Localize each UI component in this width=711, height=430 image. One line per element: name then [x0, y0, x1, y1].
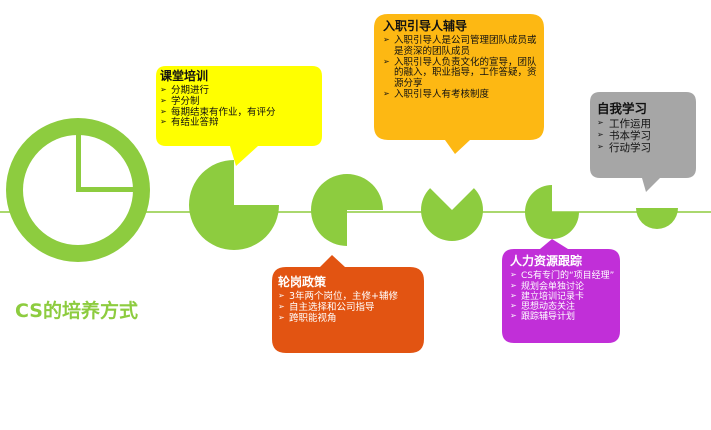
- callout-item: CS有专门的“项目经理”: [510, 271, 618, 281]
- callout-title-rotation: 轮岗政策: [278, 275, 327, 289]
- callout-item: 建立培训记录卡: [510, 292, 618, 302]
- stage-ring-1: [6, 118, 150, 262]
- callout-item: 思想动态关注: [510, 302, 618, 312]
- stage-pies: [189, 160, 678, 250]
- stage-pie-2: [189, 160, 279, 250]
- callout-item: 书本学习: [597, 130, 693, 143]
- callout-mentor: 入职引导人辅导 入职引导人是公司管理团队成员或是资深的团队成员 入职引导人负责文…: [383, 19, 543, 101]
- callout-hr: 人力资源跟踪 CS有专门的“项目经理” 规划会单独讨论 建立培训记录卡 思想动态…: [510, 254, 618, 322]
- callout-rotation: 轮岗政策 3年两个岗位，主修+辅修 自主选择和公司指导 跨职能视角: [278, 275, 418, 325]
- callout-item: 3年两个岗位，主修+辅修: [278, 292, 418, 303]
- page-title: CS的培养方式: [15, 300, 138, 322]
- callout-title-classroom: 课堂培训: [160, 69, 209, 83]
- stage-pie-6: [636, 208, 678, 229]
- callout-item: 入职引导人是公司管理团队成员或是资深的团队成员: [383, 36, 543, 57]
- callout-title-mentor: 入职引导人辅导: [383, 19, 468, 33]
- stage-pie-5: [525, 185, 579, 239]
- callout-title-hr: 人力资源跟踪: [510, 254, 583, 268]
- callout-item: 有结业答辩: [160, 118, 320, 129]
- callout-item: 学分制: [160, 96, 320, 108]
- callout-title-self-study: 自我学习: [597, 101, 648, 116]
- callout-item: 规划会单独讨论: [510, 282, 618, 292]
- callout-item: 每期结束有作业，有评分: [160, 107, 320, 119]
- callout-item: 工作运用: [597, 118, 693, 131]
- callout-item: 跨职能视角: [278, 313, 418, 325]
- callout-item: 分期进行: [160, 86, 320, 97]
- callout-self-study: 自我学习 工作运用 书本学习 行动学习: [597, 102, 693, 154]
- stage-pie-4: [421, 188, 483, 242]
- callout-item: 入职引导人有考核制度: [383, 89, 543, 101]
- callout-classroom: 课堂培训 分期进行 学分制 每期结束有作业，有评分 有结业答辩: [160, 69, 320, 129]
- callout-item: 行动学习: [597, 142, 693, 155]
- stage-pie-3: [311, 174, 383, 246]
- callout-item: 自主选择和公司指导: [278, 302, 418, 314]
- callout-item: 入职引导人负责文化的宣导，团队的融入，职业指导，工作答疑，资源分享: [383, 57, 543, 90]
- callout-item: 跟踪辅导计划: [510, 312, 618, 322]
